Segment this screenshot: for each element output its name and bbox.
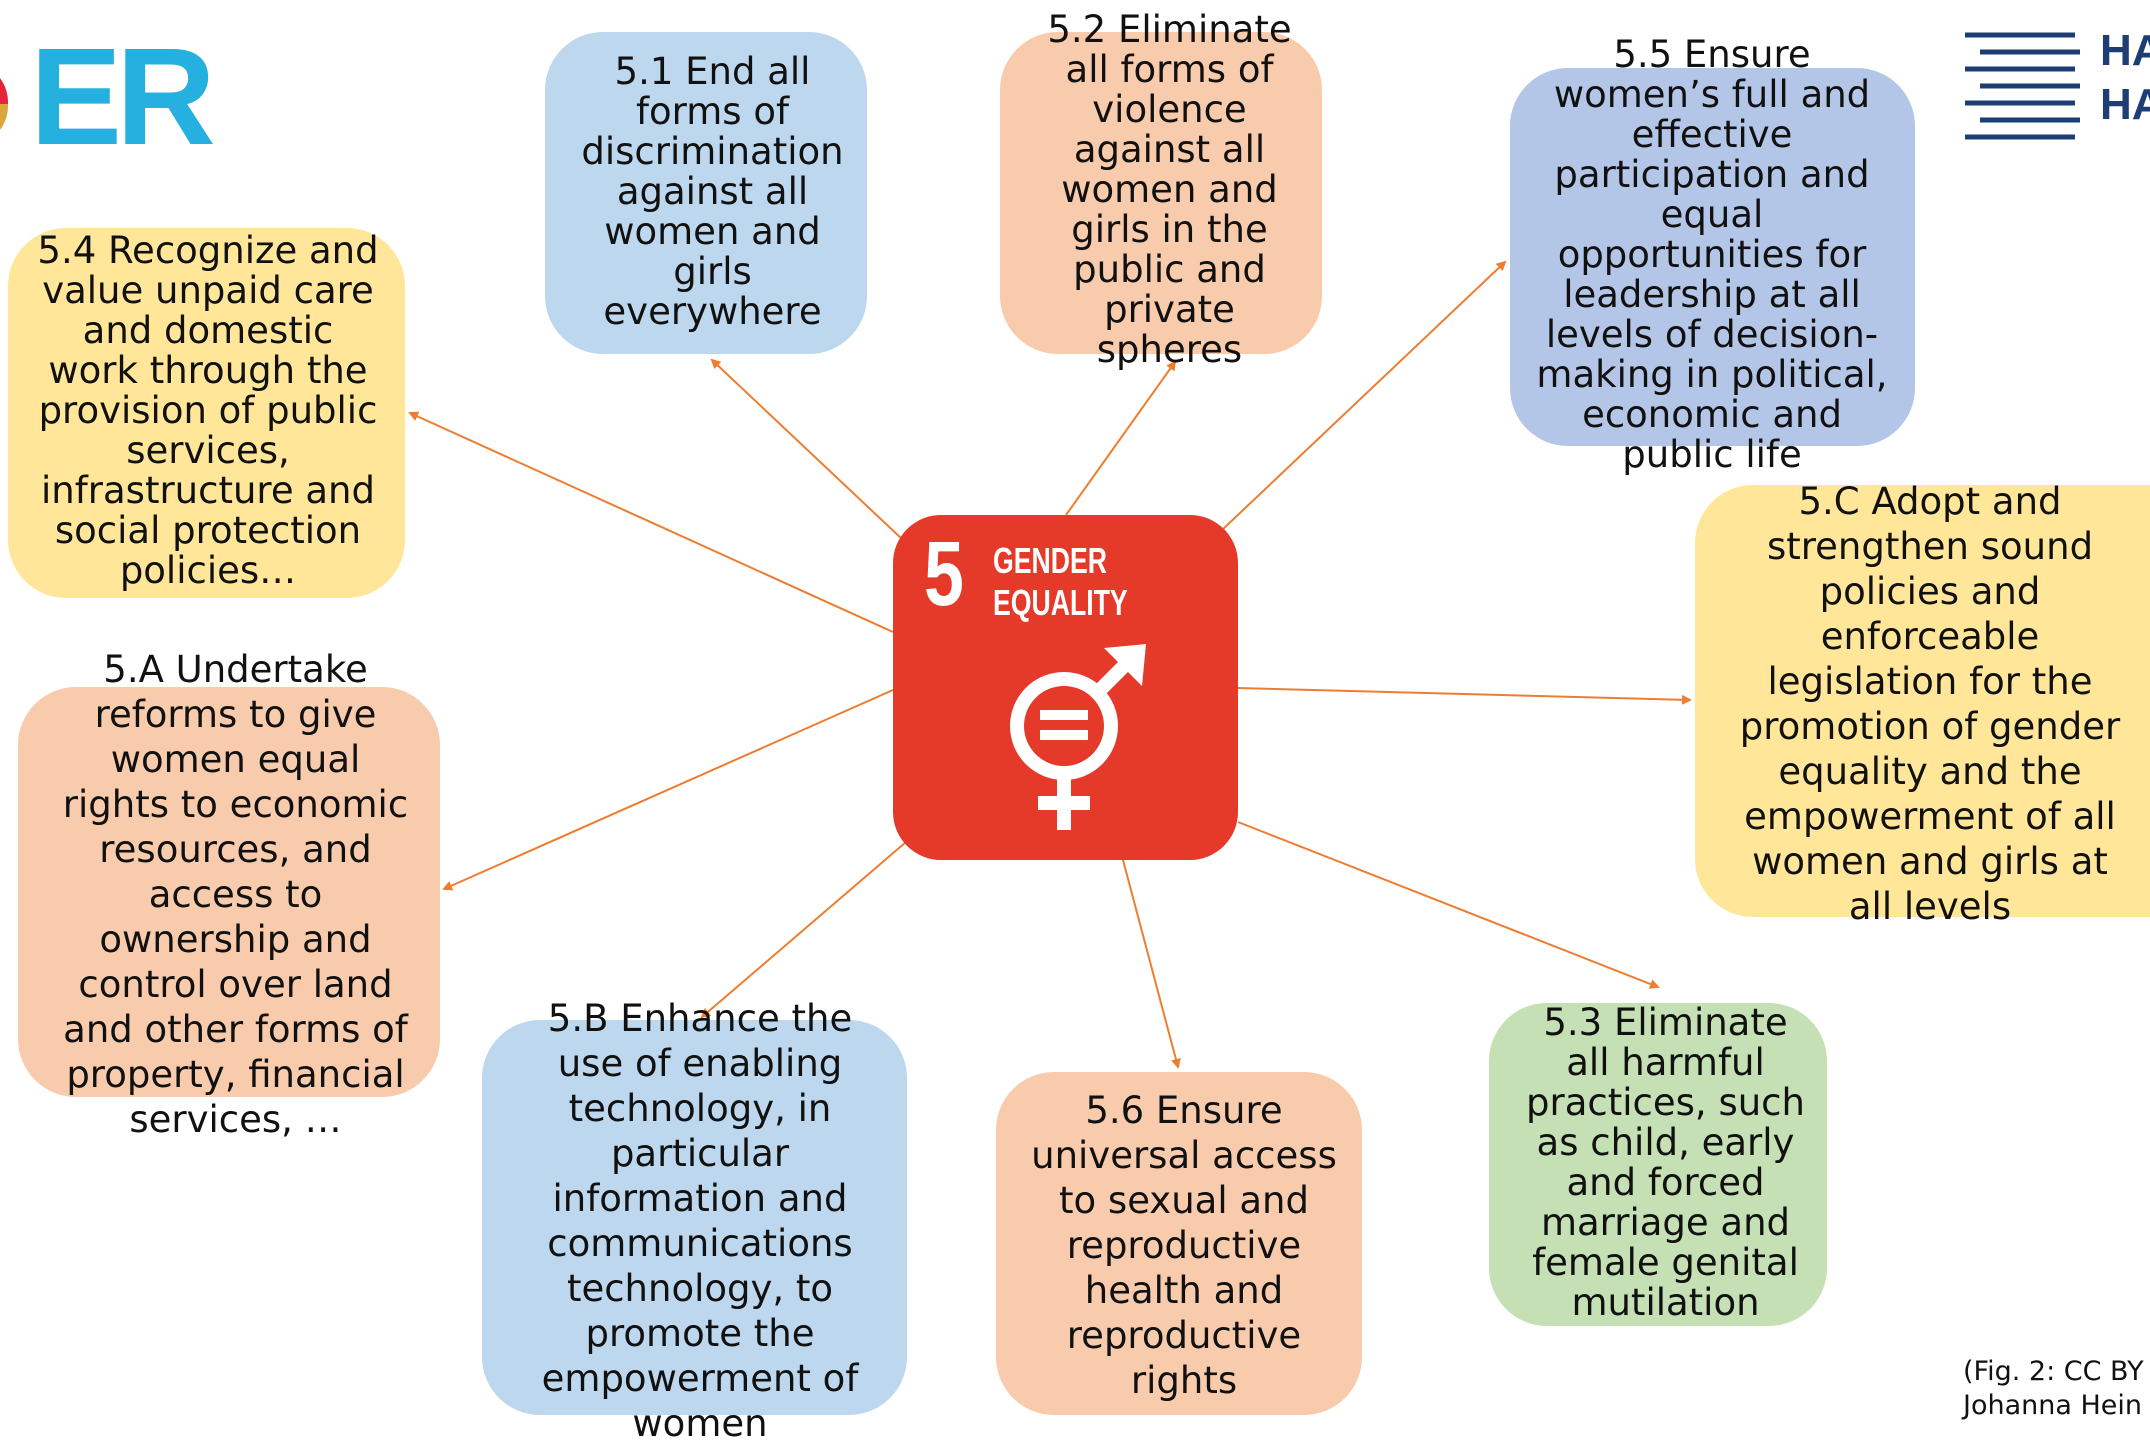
target-5-4-text: 5.4 Recognize and value unpaid care and … <box>37 229 379 592</box>
arrow-to-5-2 <box>1065 360 1177 516</box>
box-5-2 <box>1000 32 1322 354</box>
target-5-2-text: 5.2 Eliminate all forms of violence agai… <box>1047 8 1292 371</box>
box-5-3 <box>1489 1003 1827 1326</box>
box-5-B <box>482 1020 907 1415</box>
gender-equality-icon <box>1010 644 1146 830</box>
box-5-5 <box>1510 68 1915 446</box>
arrow-to-5-A <box>442 689 894 891</box>
box-5-C <box>1695 485 2150 917</box>
figure-credit: (Fig. 2: CC BY Johanna Hein <box>1963 1356 2144 1421</box>
arrow-to-5-C <box>1237 687 1692 705</box>
box-5-6 <box>996 1072 1362 1415</box>
arrow-to-5-5 <box>1221 260 1507 531</box>
target-5-5-text: 5.5 Ensure women’s full and effective pa… <box>1536 33 1888 476</box>
arrow-to-5-4 <box>408 411 894 633</box>
arrow-to-5-1 <box>710 358 904 541</box>
target-5-C-text: 5.C Adopt and strengthen sound policies … <box>1739 480 2121 928</box>
arrow-to-5-B <box>700 841 907 1019</box>
target-5-6-text: 5.6 Ensure universal access to sexual an… <box>1031 1089 1337 1402</box>
box-5-1 <box>545 32 867 354</box>
arrow-to-5-6 <box>1122 859 1181 1069</box>
sdg5-title: GENDER EQUALITY <box>993 540 1128 623</box>
logo-right-text: HA HA <box>2100 26 2150 129</box>
target-5-3-text: 5.3 Eliminate all harmful practices, suc… <box>1526 1001 1805 1324</box>
logo-left-text: ER <box>30 20 216 174</box>
box-5-A <box>18 687 440 1097</box>
sdg-wheel-icon <box>0 78 9 130</box>
sdg5-number: 5 <box>924 523 964 625</box>
logo-left: ER <box>0 18 216 166</box>
target-5-B-text: 5.B Enhance the use of enabling technolo… <box>541 997 859 1445</box>
box-5-4 <box>8 228 405 598</box>
arrow-to-5-3 <box>1237 821 1660 989</box>
target-5-1-text: 5.1 End all forms of discrimination agai… <box>581 50 844 333</box>
logo-right-lines-icon <box>1965 32 2080 140</box>
target-5-A-text: 5.A Undertake reforms to give women equa… <box>62 648 409 1141</box>
